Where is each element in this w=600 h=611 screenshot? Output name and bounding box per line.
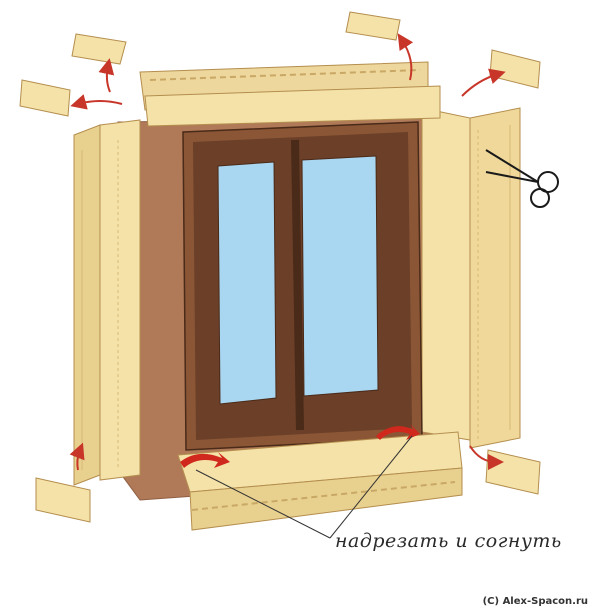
cut-piece-bottom-right [485, 449, 541, 495]
cut-piece-top-center [345, 11, 401, 41]
copyright-text: (C) Alex-Spacon.ru [482, 596, 588, 607]
right-side-panel [421, 107, 521, 449]
cut-piece-left [19, 79, 71, 117]
cut-piece-bottom-left [35, 477, 91, 523]
right-glass-pane [301, 155, 379, 397]
left-glass-pane [217, 161, 277, 405]
scissors-icon [485, 149, 559, 208]
top-header-panel [139, 61, 441, 127]
cut-piece-top-right [489, 49, 541, 89]
cut-piece-top-left [71, 33, 127, 65]
caption-leader-lines [195, 435, 413, 539]
bend-arrow-icon [180, 424, 420, 468]
bottom-sill-panel [177, 431, 463, 531]
cut-and-bend-caption: надрезать и согнуть [335, 530, 562, 552]
curved-arrow-icon [69, 33, 506, 471]
left-side-panel [73, 119, 141, 486]
